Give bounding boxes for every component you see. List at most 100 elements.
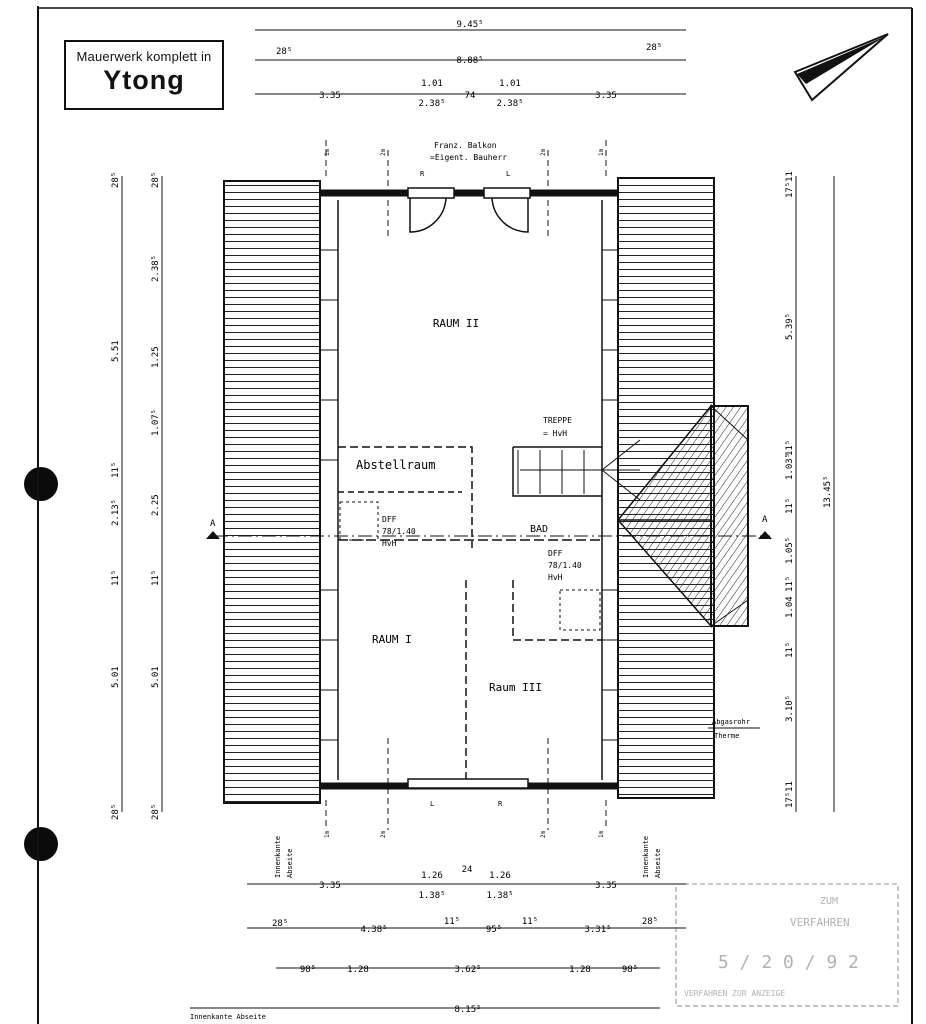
dff-left-2: 78/1.40 bbox=[382, 527, 416, 536]
dim-right-10: 3.10⁵ bbox=[785, 695, 795, 722]
door-mark-right: L bbox=[506, 170, 510, 178]
therme-label: Therme bbox=[714, 732, 739, 740]
innenkante-bottom: Innenkante Abseite bbox=[190, 1013, 266, 1021]
dim-right-12: 11 bbox=[785, 781, 795, 792]
dim-bot3-4: 98⁵ bbox=[622, 965, 638, 975]
dim-right-7: 11⁵ bbox=[785, 576, 795, 592]
dim-left-outer-6: 28⁵ bbox=[111, 804, 121, 820]
dim-left-outer-5: 5.01 bbox=[111, 666, 121, 688]
skylight-right bbox=[559, 589, 601, 631]
dim-bot2-1: 4.38⁵ bbox=[360, 925, 387, 935]
dim-left-outer-0: 28⁵ bbox=[111, 172, 121, 188]
north-arrow-icon bbox=[793, 33, 889, 102]
door-mark-left: R bbox=[420, 170, 425, 178]
dim-bot2-2: 11⁵ bbox=[444, 917, 460, 927]
dff-left-3: HvH bbox=[382, 539, 397, 548]
dim-bot2-6: 28⁵ bbox=[642, 917, 658, 927]
dim-top3-3: 74 bbox=[465, 91, 476, 101]
dim-top-edge-left: 28⁵ bbox=[276, 47, 292, 57]
dim-right-total: 13.45⁵ bbox=[823, 475, 833, 508]
stair-label: TREPPE bbox=[543, 416, 572, 425]
balkon-note-2: =Eigent. Bauherr bbox=[430, 153, 507, 162]
stair-label-2: = HvH bbox=[543, 429, 567, 438]
door-mark-bottom-right: R bbox=[498, 800, 503, 808]
punch-hole-bottom bbox=[24, 827, 58, 861]
dim-right-3: 11⁵ bbox=[785, 440, 795, 456]
dim-bot3-3: 1.28 bbox=[569, 965, 591, 975]
dim-bot2-5: 3.31⁵ bbox=[584, 925, 611, 935]
roof-slope-left bbox=[223, 180, 321, 804]
title-line1: Mauerwerk komplett in bbox=[76, 49, 212, 64]
mark-1m-br: 1m bbox=[598, 830, 605, 838]
dim-bot1-5: 1.38⁵ bbox=[486, 891, 513, 901]
dim-left-inner-6: 5.01 bbox=[151, 666, 161, 688]
room-label-bad: BAD bbox=[530, 524, 548, 535]
dim-left-inner-3: 1.07⁵ bbox=[151, 409, 161, 436]
dff-left-1: DFF bbox=[382, 515, 397, 524]
dim-left-inner-2: 1.25 bbox=[151, 346, 161, 368]
punch-hole-top bbox=[24, 467, 58, 501]
dim-left-inner-1: 2.38⁵ bbox=[151, 255, 161, 282]
dim-left-inner-7: 28⁵ bbox=[151, 804, 161, 820]
dff-right-3: HvH bbox=[548, 573, 563, 582]
dim-bot1-3: 24 bbox=[462, 865, 473, 875]
door-mark-bottom-left: L bbox=[430, 800, 434, 808]
dim-top-second: 8.88⁵ bbox=[456, 56, 483, 66]
dim-right-11: 17⁵ bbox=[785, 792, 795, 808]
interior-walls bbox=[214, 140, 770, 830]
dim-bottom-total: 8.15⁵ bbox=[454, 1005, 481, 1015]
dff-right-1: DFF bbox=[548, 549, 563, 558]
stamp-line1: ZUM bbox=[820, 896, 838, 907]
innenkante-left-1: Innenkante bbox=[274, 836, 282, 878]
stamp-line2: VERFAHREN bbox=[790, 916, 850, 929]
stair-lines bbox=[517, 439, 641, 501]
innenkante-right-2: Abseite bbox=[654, 848, 662, 878]
dimension-lines bbox=[121, 29, 835, 1009]
dim-right-9: 11⁵ bbox=[785, 642, 795, 658]
dim-left-inner-4: 2.25 bbox=[151, 494, 161, 516]
room-label-abstellraum: Abstellraum bbox=[356, 458, 435, 472]
dff-right-2: 78/1.40 bbox=[548, 561, 582, 570]
dim-bot2-3: 95⁵ bbox=[486, 925, 502, 935]
room-label-raum1: RAUM I bbox=[372, 633, 412, 646]
dim-right-4: 1.03⁵ bbox=[785, 453, 795, 480]
mark-1m-tr: 1m bbox=[598, 148, 605, 156]
innenkante-left-2: Abseite bbox=[286, 848, 294, 878]
mark-2m-bl: 2m bbox=[380, 830, 387, 838]
dim-left-inner-0: 28⁵ bbox=[151, 172, 161, 188]
dim-bot1-6: 3.35 bbox=[595, 881, 617, 891]
skylight-left bbox=[339, 501, 379, 541]
dim-top3-2: 2.38⁵ bbox=[418, 99, 445, 109]
dim-left-outer-2: 11⁵ bbox=[111, 462, 121, 478]
dim-right-5: 11⁵ bbox=[785, 498, 795, 514]
dim-top3-5: 2.38⁵ bbox=[496, 99, 523, 109]
dim-right-2: 5.39⁵ bbox=[785, 313, 795, 340]
dim-top3-0: 3.35 bbox=[319, 91, 341, 101]
dim-bot3-0: 98⁵ bbox=[300, 965, 316, 975]
section-label-right: A bbox=[762, 515, 768, 525]
dim-bot2-0: 28⁵ bbox=[272, 919, 288, 929]
dim-bot2-4: 11⁵ bbox=[522, 917, 538, 927]
dim-top3-4: 1.01 bbox=[499, 79, 521, 89]
title-brand: Ytong bbox=[103, 65, 185, 95]
dim-top3-6: 3.35 bbox=[595, 91, 617, 101]
dim-top-total: 9.45⁵ bbox=[456, 20, 483, 30]
dim-right-0: 11 bbox=[785, 171, 795, 182]
room-label-raum3: Raum III bbox=[489, 681, 542, 694]
dim-bot1-4: 1.26 bbox=[489, 871, 511, 881]
mark-2m-tl: 2m bbox=[380, 148, 387, 156]
section-marker-left-icon bbox=[206, 531, 220, 539]
room-label-raum2: RAUM II bbox=[433, 317, 479, 330]
dim-left-outer-3: 2.13⁵ bbox=[111, 499, 121, 526]
section-marker-right-icon bbox=[758, 531, 772, 539]
balcony-doors bbox=[407, 187, 531, 789]
mark-1m-tl: 1m bbox=[324, 148, 331, 156]
balkon-note-1: Franz. Balkon bbox=[434, 141, 497, 150]
dormer-bay bbox=[617, 403, 749, 628]
dim-right-1: 17⁵ bbox=[785, 182, 795, 198]
approval-stamp: ZUM VERFAHREN 5 / 2 0 / 9 2 VERFAHREN ZU… bbox=[675, 883, 899, 1007]
stamp-line3: 5 / 2 0 / 9 2 bbox=[718, 952, 859, 973]
mark-1m-bl: 1m bbox=[324, 830, 331, 838]
abgasrohr-label: Abgasrohr bbox=[712, 718, 750, 726]
